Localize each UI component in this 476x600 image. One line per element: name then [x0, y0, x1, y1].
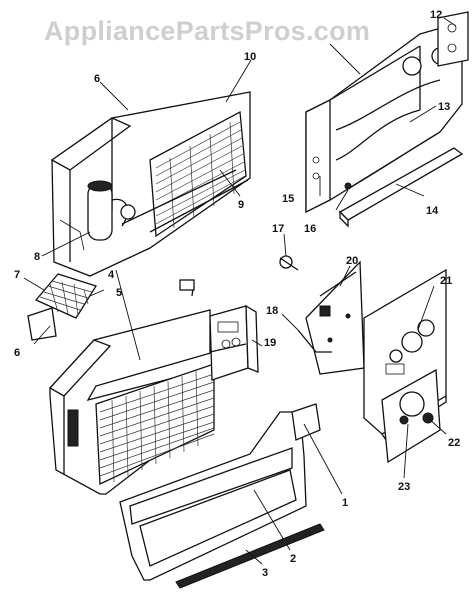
control-bracket [279, 255, 365, 375]
callout-5: 5 [116, 287, 122, 299]
callout-1: 1 [342, 497, 348, 509]
capacitor [120, 204, 136, 220]
callout-8: 8 [34, 251, 40, 263]
watermark: AppliancePartsPros.com [44, 16, 371, 46]
callout-6-top: 6 [94, 73, 100, 85]
callout-19: 19 [264, 337, 276, 349]
front-cover [119, 403, 325, 589]
leader-lines [23, 17, 457, 565]
chassis-assembly [50, 91, 251, 277]
callout-20: 20 [346, 255, 358, 267]
control-panel [209, 305, 249, 381]
callout-16: 16 [304, 223, 316, 235]
callout-23: 23 [398, 481, 410, 493]
callout-10: 10 [244, 51, 256, 63]
discharge-grille [175, 523, 325, 589]
motor-capacitor [399, 391, 425, 417]
callout-13: 13 [438, 101, 450, 113]
callout-labels: 10 6 9 8 12 13 14 15 16 7 5 6 4 19 17 20… [14, 9, 460, 579]
callout-17: 17 [272, 223, 284, 235]
callout-3: 3 [262, 567, 268, 579]
access-door [291, 403, 321, 441]
callout-2: 2 [290, 553, 296, 565]
callout-6-bottom: 6 [14, 347, 20, 359]
control-box [363, 268, 447, 464]
compressor [87, 183, 113, 241]
callout-15: 15 [282, 193, 294, 205]
thermostat-knob [401, 331, 423, 353]
callout-14: 14 [426, 205, 439, 217]
callout-7: 7 [14, 269, 20, 281]
callout-18: 18 [266, 305, 278, 317]
main-unit [48, 279, 259, 495]
mounting-bracket [437, 11, 469, 67]
callout-4: 4 [108, 269, 115, 281]
callout-21: 21 [440, 275, 452, 287]
callout-22: 22 [448, 437, 460, 449]
rear-housing [305, 11, 469, 228]
callout-12: 12 [430, 9, 442, 21]
filter-element [27, 273, 97, 341]
callout-9: 9 [238, 199, 244, 211]
